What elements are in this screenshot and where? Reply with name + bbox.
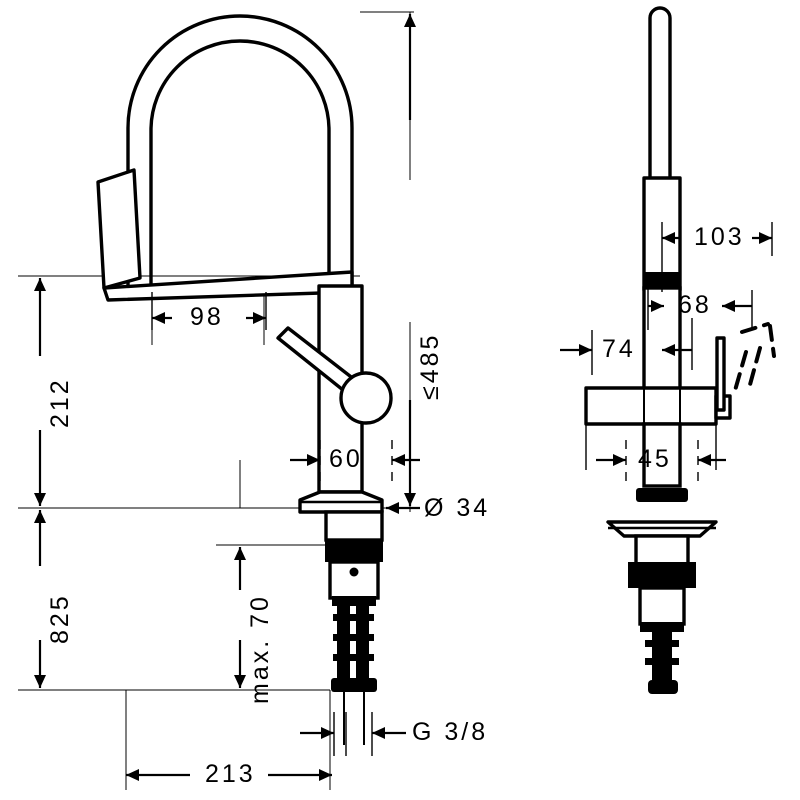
dim-label-swing-width: 103 xyxy=(694,223,745,251)
front-view-lever-cap xyxy=(714,336,732,420)
front-view-shank-assembly xyxy=(628,534,696,694)
dim-label-overall-height: ≤485 xyxy=(416,332,444,400)
dim-label-reach: 213 xyxy=(205,760,256,788)
dim-label-body-width-side: 60 xyxy=(329,445,363,473)
side-view-base-flange xyxy=(298,490,384,514)
dim-label-offset-74: 74 xyxy=(602,335,636,363)
front-view-base-collar xyxy=(636,422,688,502)
dimension-lines xyxy=(34,14,772,781)
side-view-faucet xyxy=(126,14,354,289)
dim-label-base-diameter: Ø 34 xyxy=(424,494,491,522)
dimension-tick-lines xyxy=(151,222,773,756)
dim-label-body-width-front: 45 xyxy=(638,445,672,473)
front-view-body-lower xyxy=(642,286,682,392)
front-view-lever-arm xyxy=(584,386,718,426)
side-view-lever-handle xyxy=(276,326,393,425)
dim-label-offset-68: 68 xyxy=(678,291,712,319)
front-view-lever-swing-dashed xyxy=(732,322,776,396)
dim-label-head-offset: 98 xyxy=(190,303,224,331)
dim-label-deck-to-end: 825 xyxy=(46,593,74,644)
dim-label-max-thickness: max. 70 xyxy=(246,594,274,704)
dim-label-thread: G 3/8 xyxy=(412,718,489,746)
dim-label-spout-height: 212 xyxy=(46,377,74,428)
side-view-shank-assembly xyxy=(324,510,384,745)
front-view-escutcheon xyxy=(606,520,718,538)
side-view-spray-head-detail xyxy=(132,169,142,279)
